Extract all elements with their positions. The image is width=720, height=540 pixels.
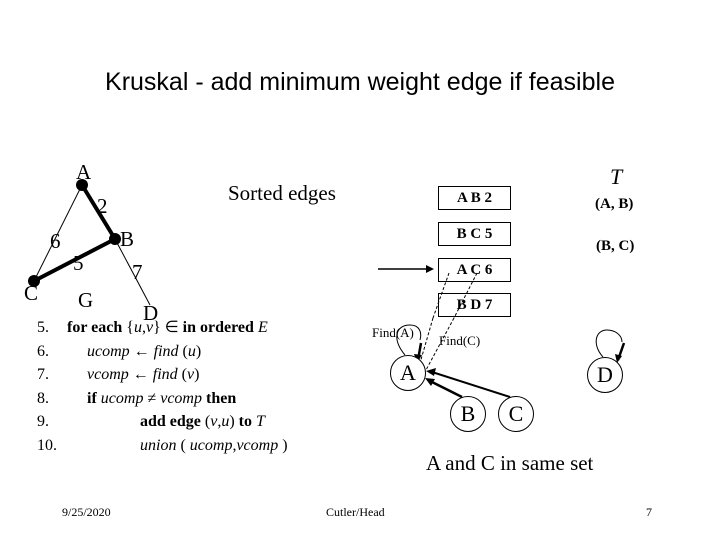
- algo-line-8: 8.if ucomp ≠ vcomp then: [37, 389, 237, 407]
- uf-node-d: D: [587, 357, 623, 393]
- sorted-edge-item: B D 7: [438, 293, 511, 317]
- conclusion-text: A and C in same set: [426, 451, 594, 475]
- find-c-label: Find(C): [439, 333, 481, 348]
- vertex-c-dot: [28, 275, 40, 287]
- edge-bd-weight: 7: [132, 260, 143, 284]
- uf-node-a: A: [390, 355, 426, 391]
- sorted-edges-heading: Sorted edges: [228, 181, 336, 205]
- sorted-edge-item-current: A C 6: [438, 258, 511, 282]
- edge-ab-weight: 2: [97, 194, 108, 218]
- sorted-edge-item: B C 5: [438, 222, 511, 246]
- footer-author: Cutler/Head: [326, 505, 385, 519]
- edge-b-c: [33, 237, 116, 283]
- tree-heading: T: [610, 164, 623, 189]
- find-a-label: Find(A): [372, 325, 414, 340]
- algo-line-6: 6.ucomp ← find (u): [37, 342, 202, 360]
- footer-page-number: 7: [646, 505, 652, 519]
- slide-title: Kruskal - add minimum weight edge if fea…: [105, 68, 615, 96]
- edge-a-b: [80, 183, 117, 241]
- graph-label: G: [78, 288, 94, 312]
- edge-b-d: [114, 238, 151, 306]
- footer-date: 9/25/2020: [62, 505, 111, 519]
- edge-ac-weight: 6: [50, 229, 61, 253]
- algo-line-5: 5.for each {u,v} ∈ in ordered E: [37, 319, 268, 336]
- vertex-a-dot: [76, 179, 88, 191]
- algo-line-9: 9.add edge (v,u) to T: [37, 413, 265, 430]
- algorithm-block: 5.for each {u,v} ∈ in ordered E 6.ucomp …: [37, 316, 367, 457]
- vertex-c-label: C: [24, 281, 39, 305]
- tree-edge-item: (A, B): [595, 196, 634, 212]
- edge-a-c: [33, 184, 83, 282]
- uf-node-c: C: [498, 396, 534, 432]
- tree-edge-item: (B, C): [596, 238, 635, 254]
- uf-node-b: B: [450, 396, 486, 432]
- vertex-b-label: B: [120, 227, 135, 251]
- algo-line-10: 10.union ( ucomp,vcomp ): [37, 436, 288, 454]
- edge-bc-weight: 5: [73, 251, 84, 275]
- vertex-b-dot: [109, 233, 121, 245]
- vertex-a-label: A: [76, 160, 92, 184]
- sorted-edge-item: A B 2: [438, 186, 511, 210]
- algo-line-7: 7.vcomp ← find (v): [37, 366, 200, 383]
- vertex-d-label: D: [143, 301, 159, 325]
